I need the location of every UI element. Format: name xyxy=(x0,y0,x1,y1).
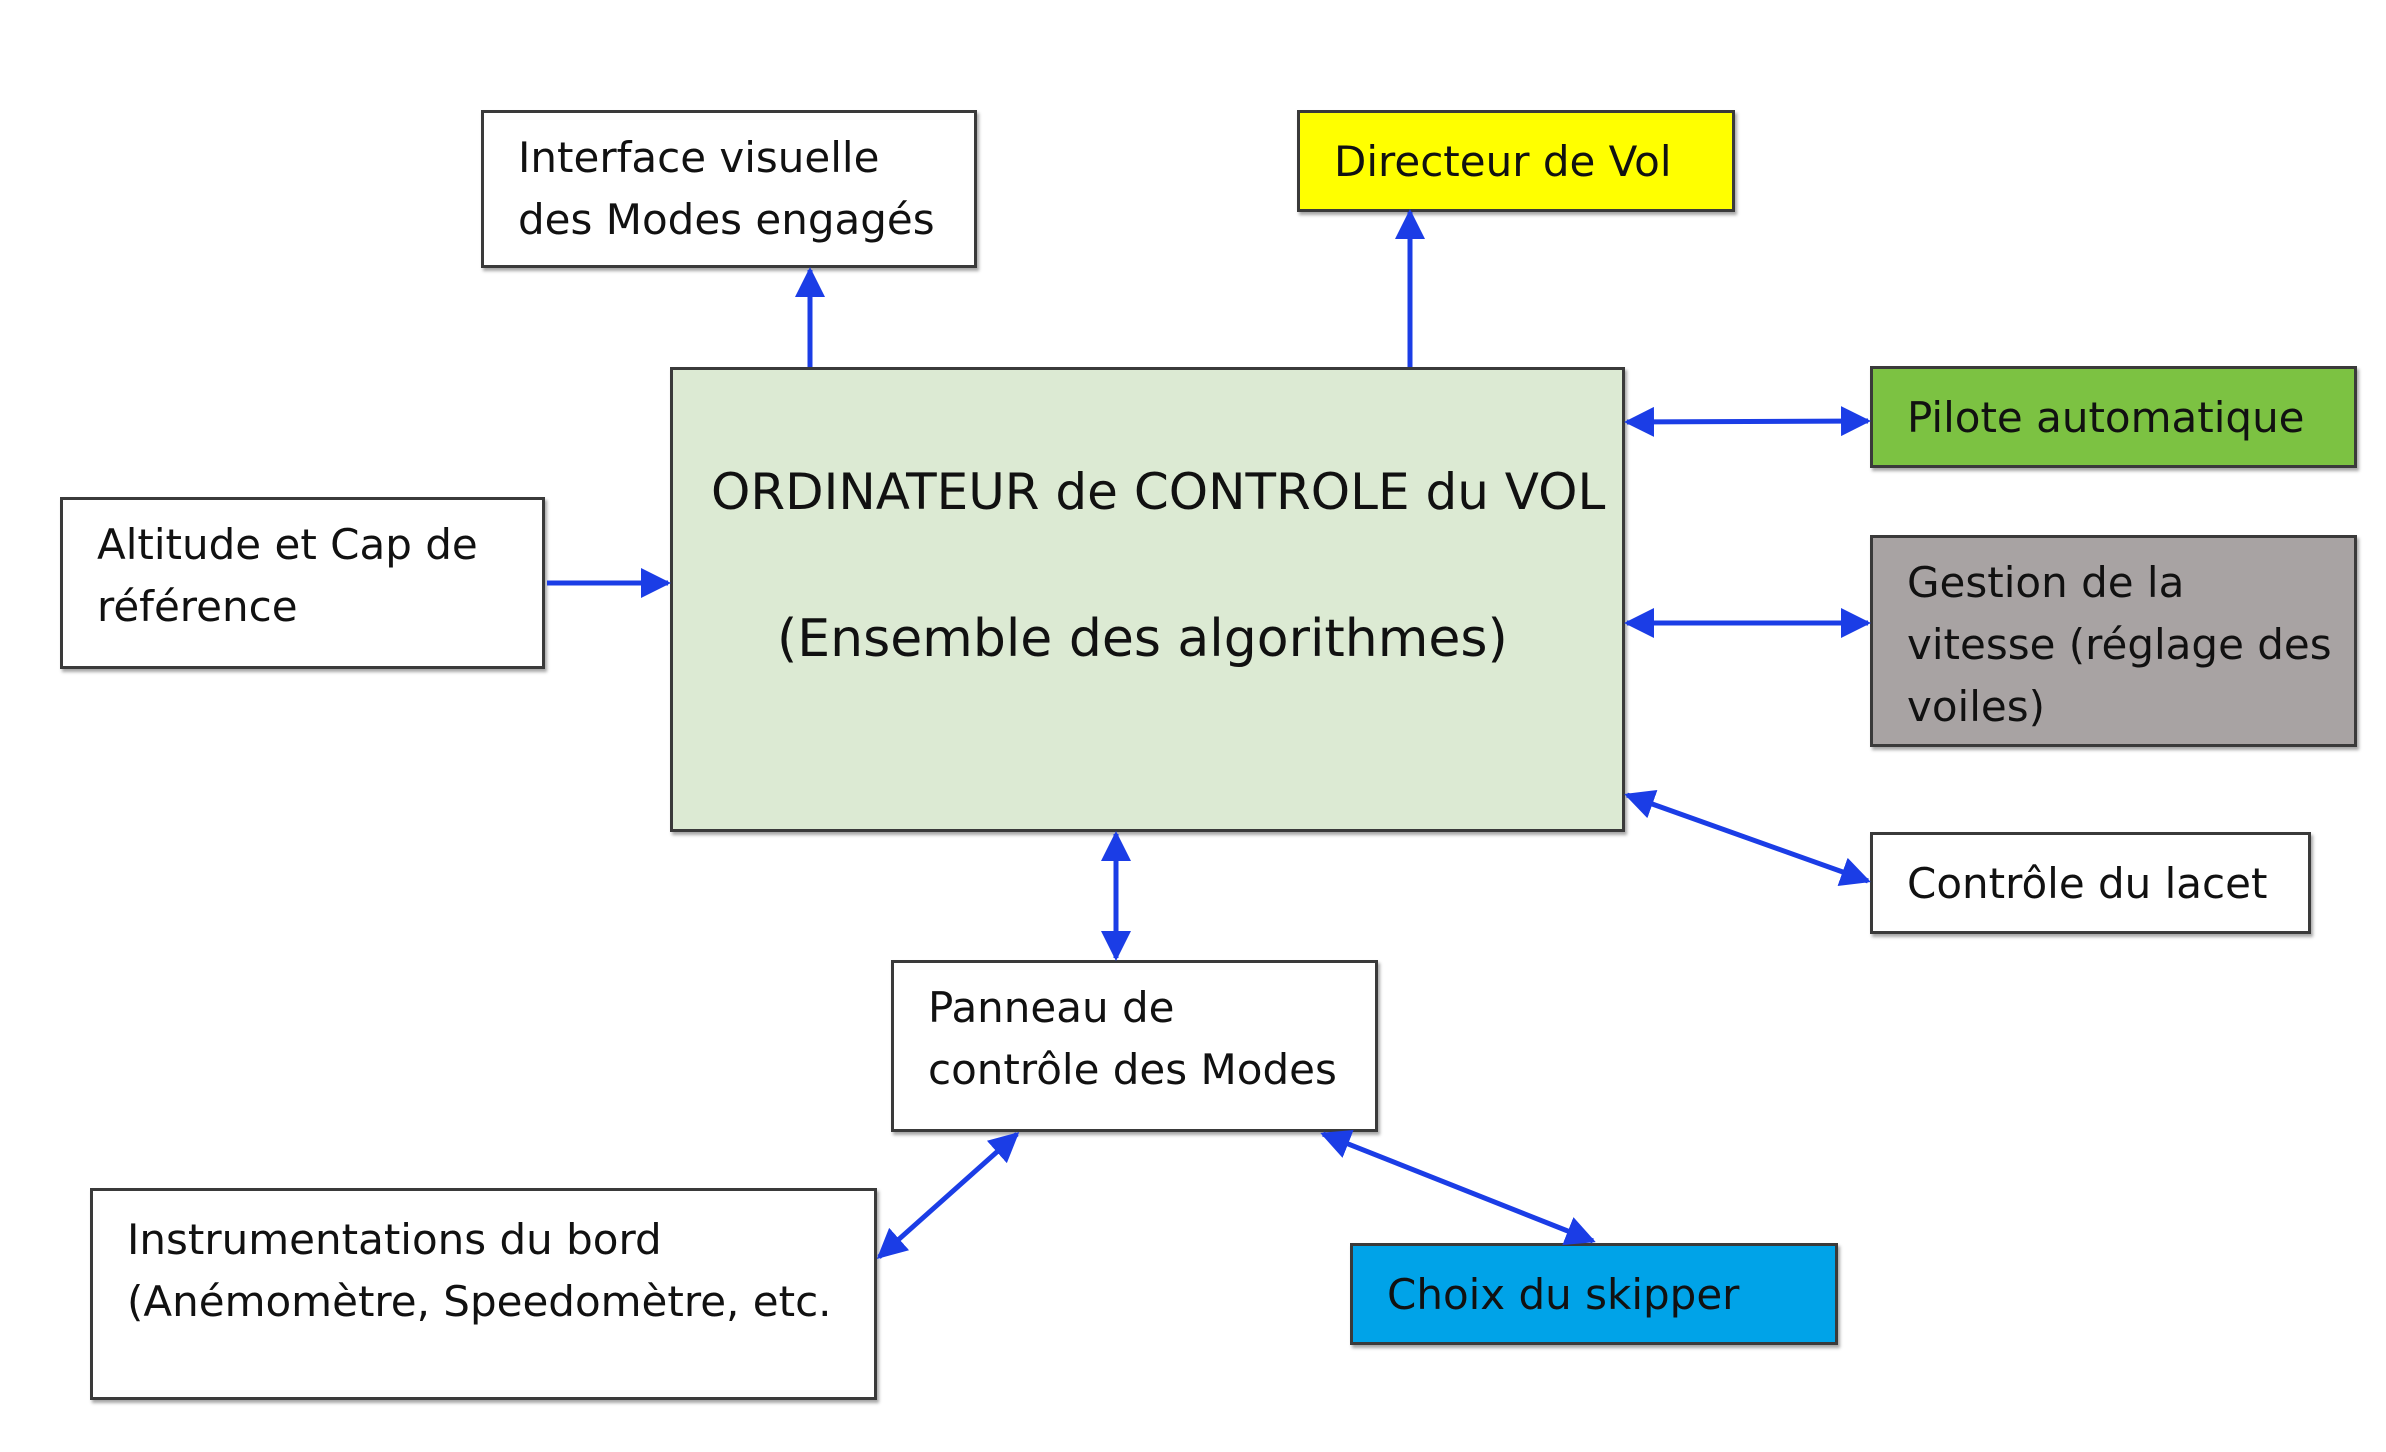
choix-skipper-node: Choix du skipper xyxy=(1350,1243,1838,1345)
vitesse-label-line2: vitesse (réglage des xyxy=(1907,620,2332,669)
computer-title: ORDINATEUR de CONTROLE du VOL xyxy=(711,463,1606,521)
arrow-computer-pilote xyxy=(1624,406,1871,437)
gestion-vitesse-node: Gestion de la vitesse (réglage des voile… xyxy=(1870,535,2357,747)
panneau-controle-node: Panneau de contrôle des Modes xyxy=(891,960,1378,1132)
interface-label-line2: des Modes engagés xyxy=(518,195,935,244)
directeur-de-vol-node: Directeur de Vol xyxy=(1297,110,1735,212)
vitesse-label-line3: voiles) xyxy=(1907,682,2045,731)
directeur-label: Directeur de Vol xyxy=(1334,137,1672,186)
instrumentations-label-line1: Instrumentations du bord xyxy=(127,1215,662,1264)
instrumentations-node: Instrumentations du bord (Anémomètre, Sp… xyxy=(90,1188,877,1400)
vitesse-label-line1: Gestion de la xyxy=(1907,558,2185,607)
altitude-label-line1: Altitude et Cap de xyxy=(97,520,478,569)
panneau-label-line1: Panneau de xyxy=(928,983,1175,1032)
arrow-computer-lacet xyxy=(1624,789,1871,887)
interface-label-line1: Interface visuelle xyxy=(518,133,880,182)
flight-computer-node: ORDINATEUR de CONTROLE du VOL (Ensemble … xyxy=(670,367,1625,832)
panneau-label-line2: contrôle des Modes xyxy=(928,1045,1337,1094)
altitude-label-line2: référence xyxy=(97,582,298,631)
interface-visuelle-node: Interface visuelle des Modes engagés xyxy=(481,110,977,268)
pilote-label: Pilote automatique xyxy=(1907,393,2305,442)
arrow-panneau-skipper xyxy=(1320,1130,1596,1245)
pilote-automatique-node: Pilote automatique xyxy=(1870,366,2357,468)
lacet-label: Contrôle du lacet xyxy=(1907,859,2268,908)
controle-lacet-node: Contrôle du lacet xyxy=(1870,832,2311,934)
computer-subtitle: (Ensemble des algorithmes) xyxy=(777,609,1508,669)
skipper-label: Choix du skipper xyxy=(1387,1270,1740,1319)
instrumentations-label-line2: (Anémomètre, Speedomètre, etc. xyxy=(127,1277,832,1326)
altitude-cap-node: Altitude et Cap de référence xyxy=(60,497,545,669)
arrow-panneau-instrumentations xyxy=(876,1132,1020,1259)
